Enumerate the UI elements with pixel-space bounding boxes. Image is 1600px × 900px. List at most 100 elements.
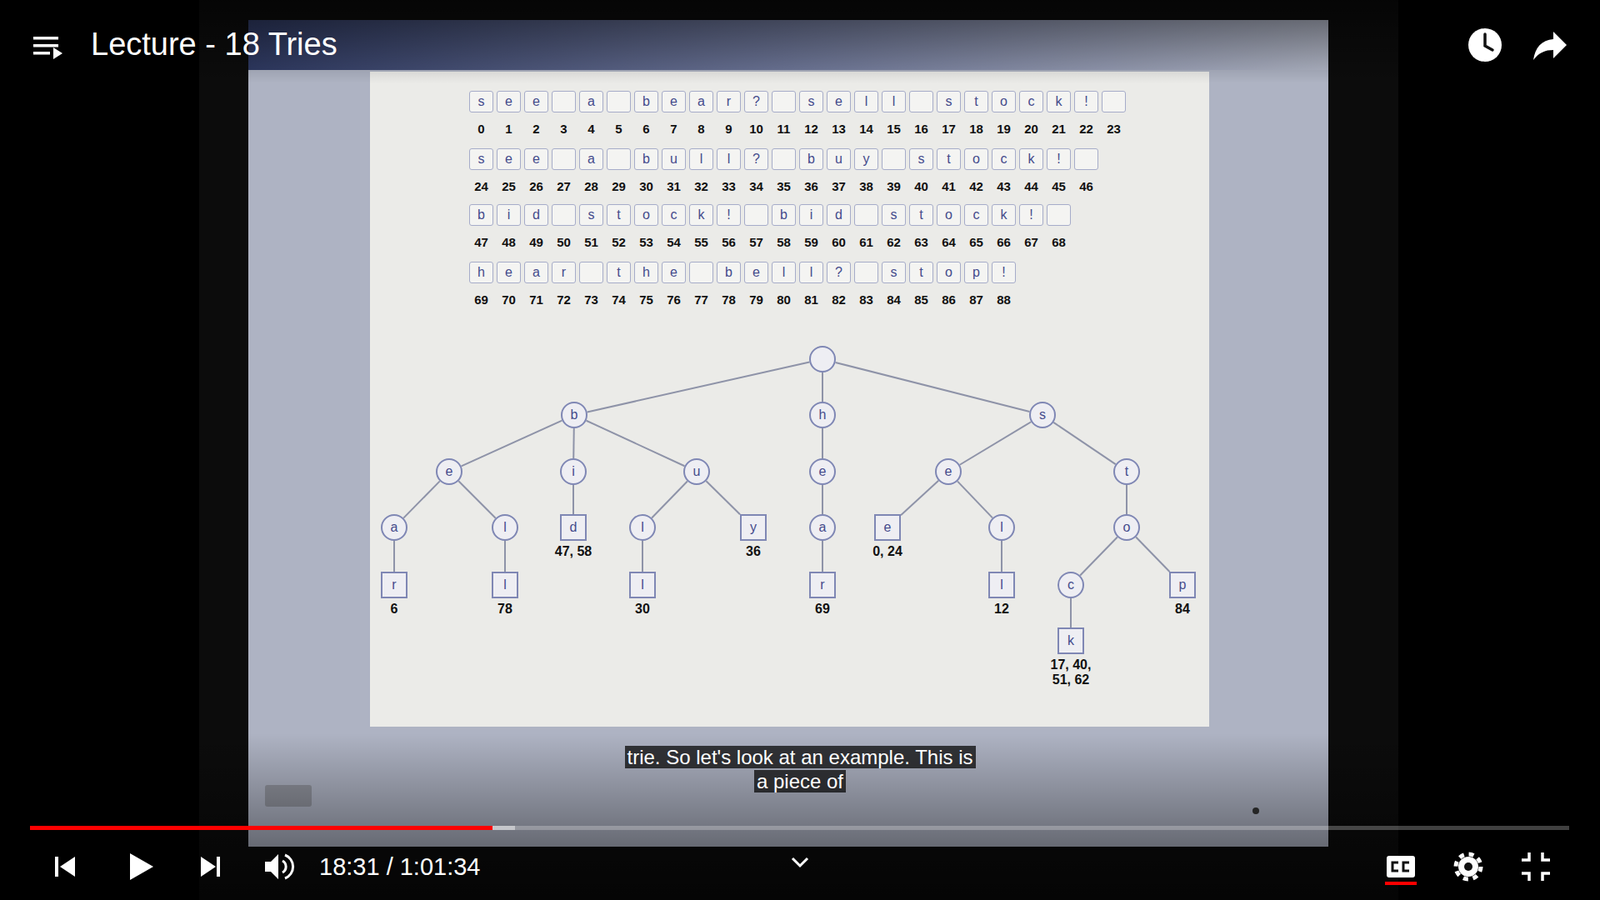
trie-node-circle: o xyxy=(1113,514,1140,541)
char-cell xyxy=(771,90,796,113)
char-cell: o xyxy=(936,261,961,284)
trie-node-circle: b xyxy=(560,401,588,429)
char-cell xyxy=(606,148,631,170)
cell-letter: u xyxy=(670,151,678,167)
index-number: 21 xyxy=(1051,121,1066,137)
char-cell: s xyxy=(579,204,604,226)
previous-icon xyxy=(55,856,75,877)
char-cell: a xyxy=(524,261,549,284)
char-cell: k xyxy=(1046,90,1071,113)
node-outline xyxy=(809,345,836,373)
cell-letter: l xyxy=(892,94,896,110)
cell-letter: t xyxy=(919,265,923,280)
char-cell xyxy=(744,204,769,226)
char-cell: b xyxy=(634,148,659,170)
char-cell: b xyxy=(771,204,796,226)
trie-edge xyxy=(1001,540,1003,572)
char-cell: e xyxy=(524,90,549,113)
trie-edge xyxy=(900,480,939,515)
char-cell xyxy=(606,90,631,113)
index-number: 81 xyxy=(804,292,819,308)
char-cell: ? xyxy=(744,90,769,113)
char-cell: s xyxy=(936,90,961,113)
index-number: 11 xyxy=(777,121,791,137)
cell-letter: k xyxy=(698,207,705,223)
cell-letter: s xyxy=(478,94,485,110)
progress-buffer xyxy=(30,825,515,830)
cell-letter: r xyxy=(561,265,566,280)
trie-edge xyxy=(642,540,644,572)
cell-letter: b xyxy=(725,265,733,280)
node-letter: s xyxy=(1039,407,1046,423)
cell-letter: t xyxy=(919,207,923,223)
index-number: 0 xyxy=(477,121,485,137)
trie-node-circle: e xyxy=(935,458,962,485)
cell-letter: e xyxy=(532,151,540,167)
index-number: 84 xyxy=(886,292,901,308)
trie-edge xyxy=(822,485,824,515)
node-circle xyxy=(630,515,655,540)
char-cell: l xyxy=(854,90,879,113)
char-cell xyxy=(771,148,796,170)
index-number: 58 xyxy=(776,235,791,250)
char-cell: a xyxy=(579,90,604,113)
index-number: 79 xyxy=(749,292,764,308)
node-letter: d xyxy=(570,520,578,535)
index-number: 6 xyxy=(642,121,650,137)
trie-edge xyxy=(458,480,495,518)
cell-letter: t xyxy=(974,94,978,110)
index-number: 46 xyxy=(1079,179,1094,195)
node-letter: p xyxy=(1179,577,1187,593)
cell-letter: b xyxy=(642,94,650,110)
watch-later-icon xyxy=(1468,28,1502,62)
cell-letter: l xyxy=(782,265,786,280)
char-cell xyxy=(1046,204,1071,226)
cell-letter: o xyxy=(945,265,953,280)
cell-letter: a xyxy=(697,94,705,110)
index-number: 45 xyxy=(1051,179,1066,195)
char-cell: r xyxy=(716,90,741,113)
index-number: 74 xyxy=(611,292,626,308)
cell-letter: k xyxy=(1055,94,1063,110)
cell-letter: e xyxy=(505,151,513,167)
cell-letter: s xyxy=(478,151,485,167)
leaf-box: e0, 24 xyxy=(874,514,901,541)
cell-letter: e xyxy=(505,94,513,110)
index-number: 31 xyxy=(666,179,681,195)
index-number: 9 xyxy=(725,121,732,137)
edge-line xyxy=(1053,422,1115,465)
char-cell: l xyxy=(799,261,824,284)
cell-letter: r xyxy=(726,94,731,110)
leaf-box: d47, 58 xyxy=(560,514,587,541)
trie-edge xyxy=(835,362,1030,412)
index-number: 75 xyxy=(639,292,654,308)
trie-node-circle: e xyxy=(435,458,463,485)
index-number: 88 xyxy=(996,292,1011,308)
cell-letter: e xyxy=(670,265,678,280)
edge-line xyxy=(572,428,575,459)
index-number: 49 xyxy=(529,235,544,250)
index-number: 37 xyxy=(831,179,846,195)
index-number: 8 xyxy=(697,121,705,137)
edge-line xyxy=(393,540,395,572)
char-cell: k xyxy=(991,204,1016,226)
leaf-box: y36 xyxy=(740,514,767,541)
node-circle xyxy=(1114,515,1140,540)
index-number: 62 xyxy=(886,235,901,250)
char-cell: d xyxy=(826,204,851,226)
cell-letter: t xyxy=(616,265,620,280)
chevron-icon xyxy=(792,858,808,866)
char-cell: b xyxy=(634,90,659,113)
char-cell xyxy=(551,90,576,113)
cell-letter: b xyxy=(780,207,788,223)
index-number: 78 xyxy=(721,292,736,308)
cell-letter: e xyxy=(670,94,678,110)
edge-line xyxy=(572,485,575,515)
cell-letter: c xyxy=(1000,151,1008,167)
leaf-box: r69 xyxy=(809,571,836,599)
index-number: 20 xyxy=(1024,121,1039,137)
edge-line xyxy=(458,480,495,518)
exit-fullscreen-icon xyxy=(1521,852,1550,881)
char-cell: o xyxy=(936,204,961,226)
